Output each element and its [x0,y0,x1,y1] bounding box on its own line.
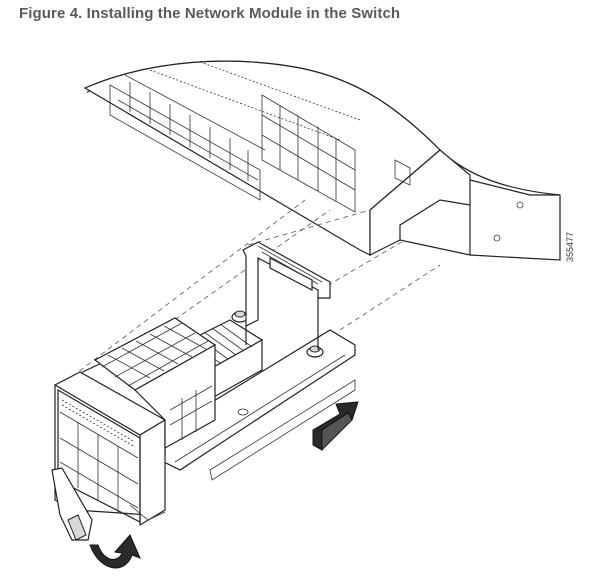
ejector-lever[interactable] [51,467,93,541]
lever-rotation-arrow [89,534,141,569]
alignment-guides [64,199,441,383]
module-handle[interactable] [242,241,331,350]
module-top-ports [93,317,217,450]
figure-caption: Figure 4. Installing the Network Module … [19,5,401,22]
insertion-direction-arrow [312,401,359,451]
network-module [51,241,356,541]
module-sfp-ports [59,411,139,512]
switch-chassis [83,60,561,261]
network-module-slot [369,149,561,261]
captive-screw-left [231,310,249,323]
switch-port-bank-right [261,94,356,213]
switch-port-bank-left [109,74,266,201]
